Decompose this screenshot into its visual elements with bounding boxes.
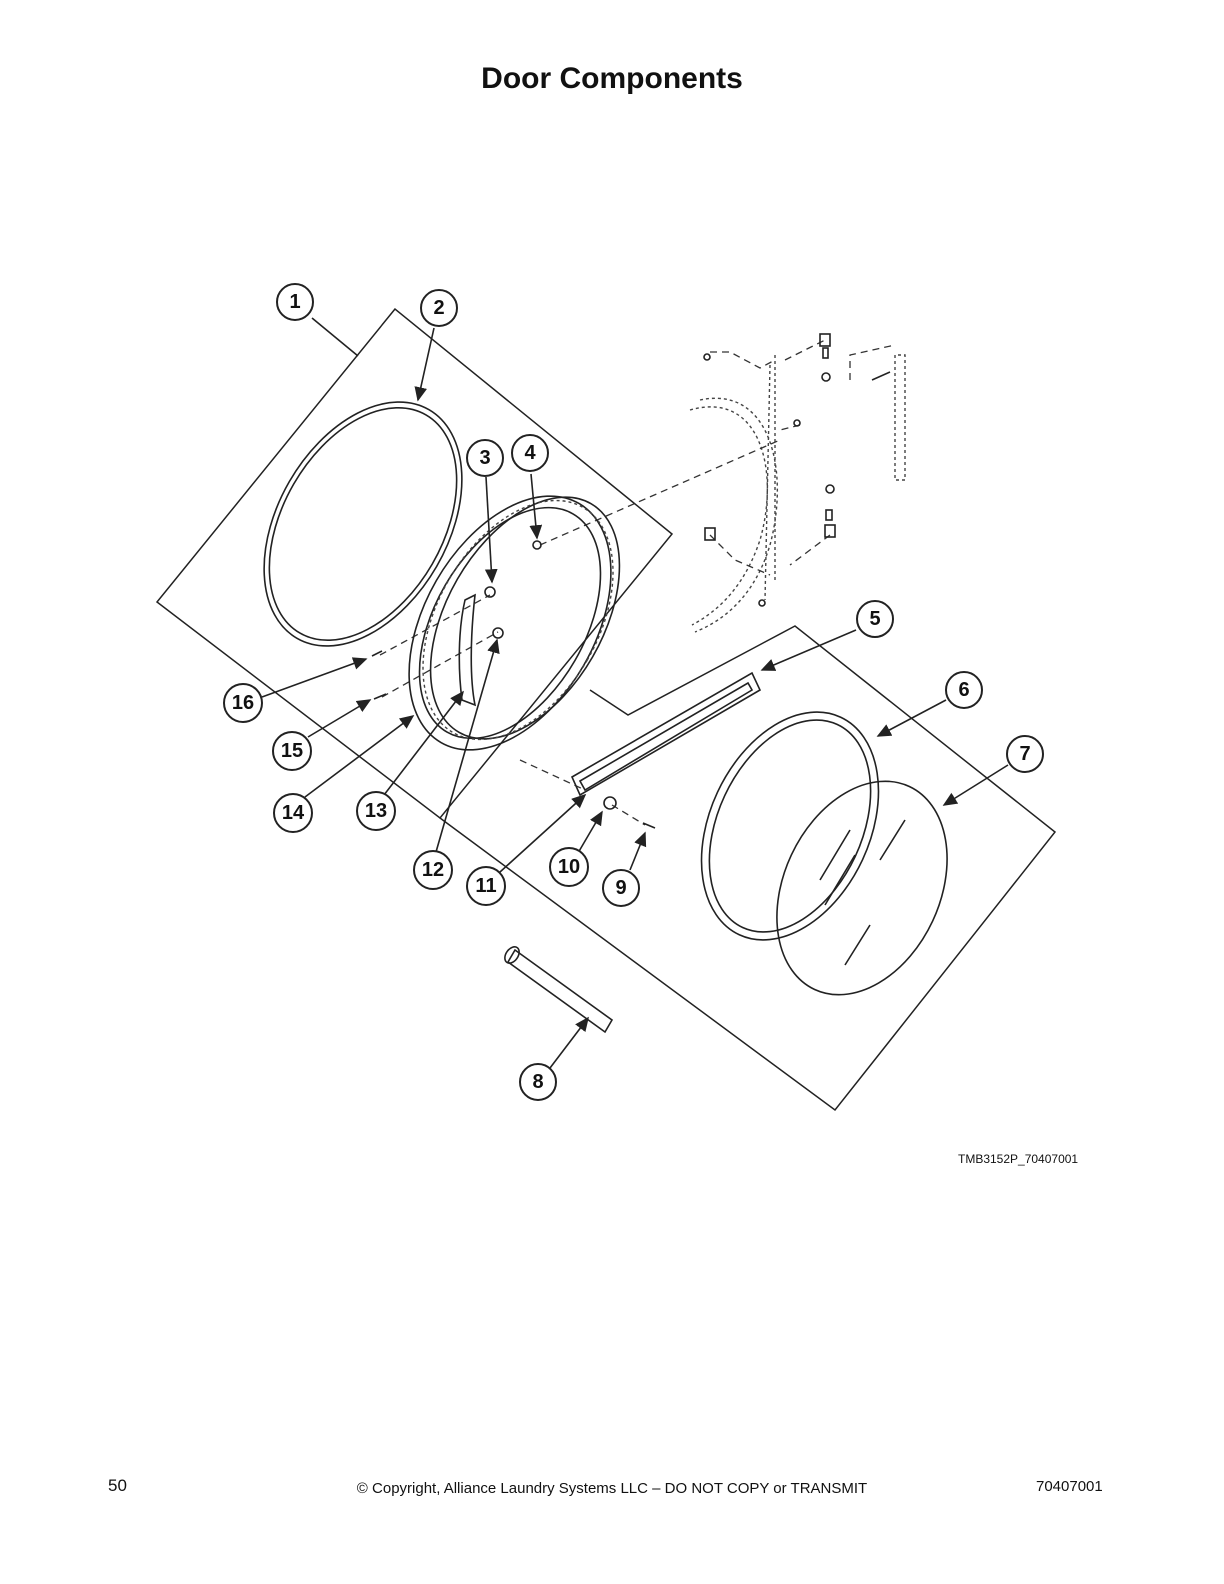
latch-plate (458, 593, 477, 707)
leader-11 (499, 793, 587, 873)
callout-11: 11 (466, 866, 506, 906)
svg-text:6: 6 (958, 679, 969, 701)
door-glass-outline (439, 625, 1057, 1112)
leader-9 (629, 831, 647, 871)
glass-gasket (700, 711, 880, 941)
washer (603, 796, 617, 810)
screw (642, 822, 656, 829)
door-handle (570, 671, 762, 797)
leader-14 (304, 715, 415, 798)
callout-12: 12 (413, 850, 453, 890)
hinge-bracket (689, 333, 906, 633)
svg-text:14: 14 (282, 802, 305, 824)
leader-1 (311, 317, 359, 357)
page-number: 50 (108, 1476, 127, 1495)
door-frame (408, 495, 621, 751)
svg-text:9: 9 (615, 877, 626, 899)
callout-8: 8 (519, 1063, 557, 1101)
callout-10: 10 (549, 847, 589, 887)
assembly-axis-line (381, 631, 499, 698)
svg-text:2: 2 (433, 297, 444, 319)
leader-7 (942, 764, 1009, 806)
callout-9: 9 (602, 869, 640, 907)
svg-text:11: 11 (475, 875, 496, 897)
leader-5 (760, 629, 857, 671)
leader-13 (383, 690, 464, 796)
door-gasket (263, 401, 463, 647)
assembly-axis-line (539, 439, 781, 546)
callout-3: 3 (466, 439, 504, 477)
callout-16: 16 (223, 683, 263, 723)
hinge-pin (504, 946, 614, 1034)
svg-text:1: 1 (289, 291, 300, 313)
callout-15: 15 (272, 731, 312, 771)
assembly-axis-line (379, 594, 491, 656)
leader-3 (484, 476, 498, 584)
leader-16 (261, 657, 368, 698)
assembly-axis-line (611, 804, 646, 826)
leader-6 (876, 699, 947, 737)
leader-12 (435, 638, 500, 853)
callout-6: 6 (945, 671, 983, 709)
callout-5: 5 (856, 600, 894, 638)
callout-1: 1 (276, 283, 314, 321)
door-glass (776, 780, 948, 996)
door-assembly-outline (155, 307, 674, 820)
svg-text:12: 12 (422, 859, 444, 881)
svg-text:8: 8 (532, 1071, 543, 1093)
leader-15 (307, 699, 372, 738)
leader-8 (549, 1016, 589, 1069)
drawing-id: TMB3152P_70407001 (958, 1152, 1079, 1166)
svg-text:10: 10 (558, 856, 580, 878)
callout-2: 2 (420, 289, 458, 327)
svg-text:7: 7 (1019, 743, 1030, 765)
svg-text:13: 13 (365, 800, 387, 822)
page-title: Door Components (481, 62, 743, 95)
svg-text:5: 5 (869, 608, 880, 630)
leader-4 (529, 473, 543, 540)
svg-text:15: 15 (281, 740, 303, 762)
callout-14: 14 (273, 793, 313, 833)
leader-10 (577, 810, 603, 854)
nut (532, 540, 542, 550)
svg-text:3: 3 (479, 447, 490, 469)
svg-text:4: 4 (524, 442, 536, 464)
copyright-notice: © Copyright, Alliance Laundry Systems LL… (356, 1480, 868, 1497)
callout-7: 7 (1006, 735, 1044, 773)
screw (373, 693, 387, 700)
leader-2 (414, 327, 435, 402)
svg-text:16: 16 (232, 692, 254, 714)
callout-13: 13 (356, 791, 396, 831)
screw (371, 650, 383, 657)
document-number: 70407001 (1036, 1478, 1103, 1495)
callout-4: 4 (511, 434, 549, 472)
nut (492, 627, 504, 639)
nut (484, 586, 496, 598)
